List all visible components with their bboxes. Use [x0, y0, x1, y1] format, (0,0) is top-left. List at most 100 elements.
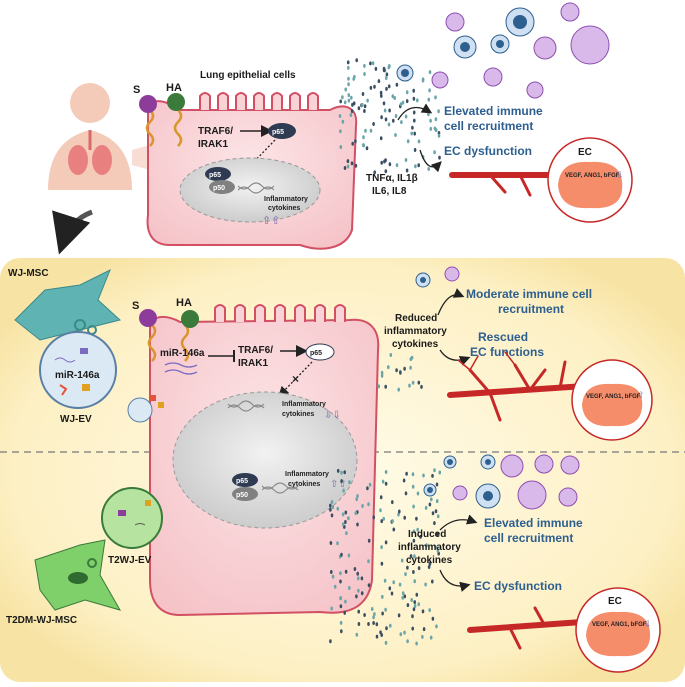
cytokine-particle — [344, 87, 348, 92]
cytokine-particle — [356, 494, 359, 498]
cytokine-particle — [392, 580, 396, 585]
cytokine-particle — [339, 145, 343, 149]
cytokine-particle — [413, 131, 417, 136]
cytokine-particle — [427, 112, 430, 117]
mid-microvilli — [214, 304, 346, 322]
cytokine-particle — [425, 543, 429, 548]
cytokine-particle — [336, 541, 339, 546]
cytokine-particle — [343, 610, 347, 615]
cytokine-particle — [428, 88, 431, 93]
cytokine-particle — [397, 512, 400, 517]
cytokine-particle — [339, 99, 343, 104]
cytokine-particle — [347, 76, 350, 81]
cytokine-particle — [395, 368, 398, 373]
cytokine-particle — [351, 141, 355, 146]
cytokine-particle — [373, 612, 376, 617]
cytokine-particle — [431, 473, 434, 478]
cytokine-particle — [413, 604, 417, 608]
t2wj-ev-vesicle — [101, 487, 163, 549]
cytokine-particle — [410, 355, 414, 360]
top-vegf-label: VEGF, ANG1, bFGF — [565, 173, 620, 179]
cytokine-particle — [403, 630, 406, 635]
cytokine-particle — [393, 96, 397, 100]
top-arrow-immune — [397, 103, 433, 121]
cytokine-particle — [422, 627, 426, 632]
cytokine-particle — [437, 131, 441, 135]
cytokine-particle — [388, 586, 392, 591]
bot-infl-label-1: Inflammatory — [285, 471, 329, 478]
mid-s-receptor — [139, 309, 157, 362]
bot-arrow-ec — [439, 569, 471, 592]
cytokine-particle — [404, 491, 408, 496]
top-tnf-label: TNFα, IL1β — [366, 173, 418, 184]
cytokine-particle — [354, 511, 358, 516]
mid-infl-label-1: Inflammatory — [282, 401, 326, 408]
cytokine-particle — [430, 497, 433, 502]
mid-arrow-ec — [439, 349, 471, 366]
cytokine-particle — [434, 95, 437, 100]
cytokine-particle — [329, 639, 332, 644]
cytokine-particle — [361, 102, 364, 107]
top-s-label: S — [133, 84, 140, 96]
cytokine-particle — [371, 61, 375, 66]
cytokine-particle — [346, 164, 350, 169]
cytokine-particle — [360, 576, 364, 581]
cytokine-particle — [355, 58, 359, 63]
cytokine-particle — [363, 104, 367, 109]
top-infl-label-2: cytokines — [268, 205, 300, 212]
cytokine-particle — [380, 160, 384, 165]
cytokine-particle — [437, 133, 441, 138]
cytokine-particle — [330, 570, 333, 574]
cytokine-particle — [356, 571, 360, 576]
cytokine-particle — [429, 635, 433, 640]
bot-induced-label-3: cytokines — [406, 555, 453, 566]
cytokine-particle — [357, 622, 361, 626]
cytokine-particle — [362, 143, 365, 148]
cytokine-particle — [424, 505, 428, 510]
cytokine-particle — [422, 473, 425, 478]
cytokine-particle — [403, 594, 407, 599]
cytokine-particle — [346, 159, 350, 164]
cytokine-particle — [347, 65, 350, 70]
top-ha-label: HA — [166, 82, 182, 94]
cytokine-particle — [344, 520, 347, 524]
bot-immune-cells — [423, 454, 580, 510]
cytokine-particle — [416, 98, 419, 103]
mid-mir-strands — [164, 362, 198, 375]
cytokine-particle — [406, 639, 409, 644]
cytokine-particle — [394, 114, 398, 118]
cytokine-particle — [417, 163, 421, 168]
cytokine-particle — [405, 471, 408, 476]
cytokine-particle — [360, 591, 364, 596]
cytokine-particle — [361, 504, 364, 508]
cytokine-particle — [354, 163, 358, 168]
cytokine-particle — [347, 553, 351, 558]
cytokine-particle — [384, 470, 388, 474]
cytokine-particle — [384, 640, 388, 645]
cytokine-particle — [427, 565, 431, 569]
cytokine-particle — [391, 94, 395, 99]
cytokine-particle — [431, 616, 435, 621]
bot-induced-label-1: Induced — [408, 529, 446, 540]
top-up-arrow-icon: ⇧⇧ — [262, 215, 280, 227]
top-traf6-label: TRAF6/ — [198, 126, 233, 137]
cytokine-particle — [417, 139, 421, 144]
cytokine-particle — [369, 85, 373, 90]
mid-ec-circle — [571, 359, 653, 441]
cytokine-particle — [435, 624, 438, 629]
cytokine-particle — [398, 509, 401, 514]
mid-immune-cells — [415, 266, 460, 288]
cytokine-particle — [374, 66, 378, 71]
cytokine-particle — [405, 90, 409, 95]
cytokine-particle — [384, 117, 388, 122]
cytokine-particle — [363, 72, 366, 76]
cytokine-particle — [345, 531, 348, 536]
mid-cytokine-cloud — [377, 353, 423, 392]
cytokine-particle — [350, 95, 353, 100]
top-down-arrow-icon: ⇩ — [616, 170, 624, 180]
cytokine-particle — [369, 128, 373, 133]
cytokine-particle — [392, 118, 395, 123]
cytokine-particle — [354, 139, 357, 144]
cytokine-particle — [411, 125, 414, 130]
top-infl-label-1: Inflammatory — [264, 196, 308, 203]
